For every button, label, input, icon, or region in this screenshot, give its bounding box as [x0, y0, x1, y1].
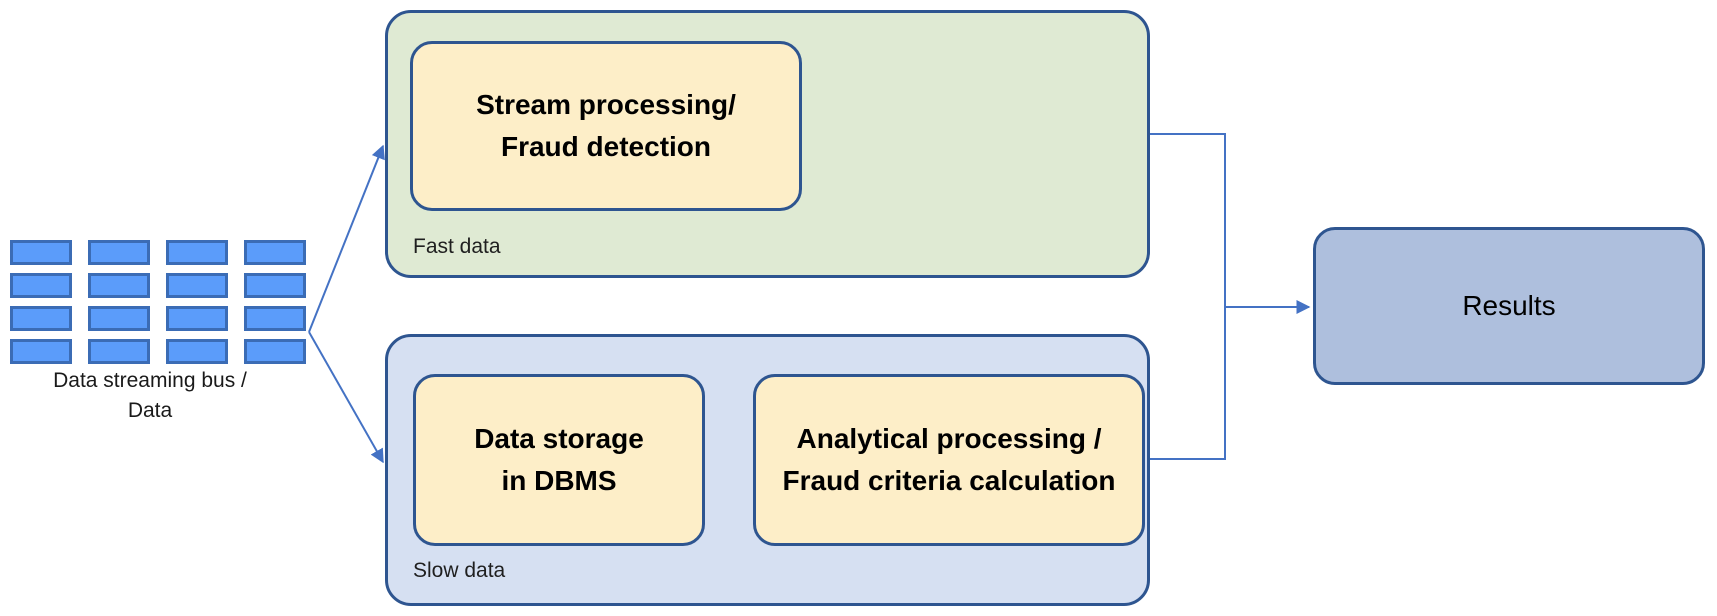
box-stream-processing: Stream processing/ Fraud detection: [410, 41, 802, 211]
box-data-storage: Data storage in DBMS: [413, 374, 705, 546]
bus-block: [166, 306, 228, 331]
bus-block: [88, 273, 150, 298]
bus-block: [244, 339, 306, 364]
bus-block: [88, 240, 150, 265]
data-streaming-bus-label: Data streaming bus / Data: [53, 369, 247, 422]
lane-fast-data-label: Fast data: [413, 235, 501, 258]
lane-slow-data-label: Slow data: [413, 559, 506, 582]
bus-block: [166, 339, 228, 364]
bus-block: [166, 273, 228, 298]
bus-block: [166, 240, 228, 265]
bus-block: [88, 306, 150, 331]
bus-block: [10, 306, 72, 331]
bus-block: [10, 240, 72, 265]
box-analytical-processing: Analytical processing / Fraud criteria c…: [753, 374, 1145, 546]
bus-block: [10, 273, 72, 298]
box-results: Results: [1313, 227, 1705, 385]
bus-block: [244, 240, 306, 265]
data-streaming-bus: [10, 240, 310, 364]
connector-bus-to-fast: [308, 144, 385, 333]
bus-block: [244, 273, 306, 298]
bus-block: [88, 339, 150, 364]
connector-analytic-to-results: [1145, 307, 1226, 460]
bus-block: [10, 339, 72, 364]
bus-block: [244, 306, 306, 331]
connector-bus-to-slow: [308, 331, 384, 464]
